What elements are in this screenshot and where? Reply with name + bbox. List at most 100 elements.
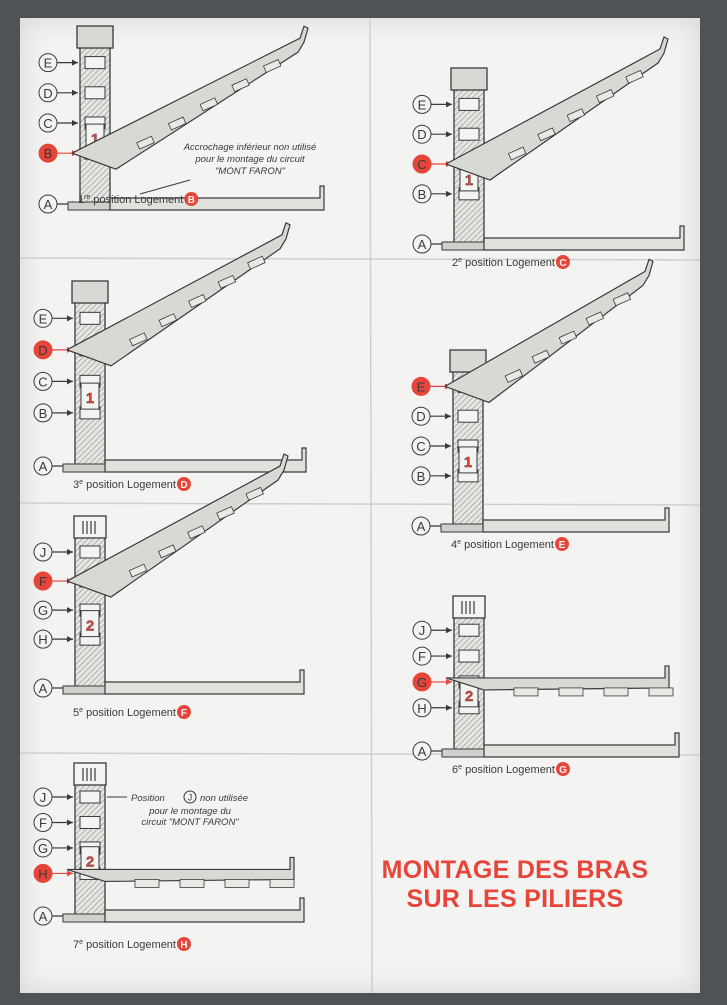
position-label: H	[38, 866, 47, 881]
note-line: "MONT FARON"	[215, 166, 286, 177]
fold-horizontal-2	[20, 502, 700, 506]
fold-horizontal-1	[20, 257, 700, 261]
pillar-number: 1	[465, 172, 473, 189]
pillar-number: 2	[86, 618, 94, 635]
caption-number: 7	[73, 939, 79, 951]
pillar-cap-decor	[73, 515, 107, 539]
arrow-head	[67, 870, 73, 877]
position-label: D	[38, 343, 47, 358]
arm-tab	[504, 368, 524, 383]
position-label: G	[417, 675, 427, 690]
pillar-cap-decor	[73, 762, 107, 786]
caption-letter: G	[559, 765, 567, 776]
position-label: D	[417, 127, 426, 142]
pillar-number: 1	[86, 390, 94, 407]
arm-tab	[188, 294, 207, 308]
pillar-cap	[76, 25, 114, 49]
arm-tab	[167, 116, 187, 131]
position-label: B	[39, 406, 48, 421]
position-label: A	[417, 519, 426, 534]
arm-tab	[224, 879, 250, 888]
caption: 3e position Logement	[73, 479, 176, 491]
caption-superscript: e	[79, 939, 83, 946]
caption-text: position Logement	[83, 479, 176, 491]
pillar-slot	[79, 311, 101, 325]
arm-tab	[179, 879, 205, 888]
base-rail	[109, 185, 325, 211]
arrow-head	[445, 472, 451, 479]
base-rail	[104, 669, 305, 695]
note-letter: J	[188, 793, 193, 803]
note-circle	[183, 790, 197, 804]
note-unused: non utilisée	[200, 793, 248, 804]
arm-tab	[595, 89, 615, 104]
position-label: J	[40, 790, 47, 805]
arrow-head	[72, 59, 78, 66]
caption-badge	[554, 537, 569, 551]
position-label: J	[419, 623, 426, 638]
pillar-number-box	[80, 382, 100, 410]
arm-tab	[136, 135, 155, 150]
position-label: J	[40, 545, 47, 560]
base-rail	[482, 507, 670, 533]
arm-tab	[247, 255, 266, 270]
caption-superscript: e	[79, 707, 83, 714]
position-label: H	[38, 632, 47, 647]
caption-letter: E	[559, 540, 566, 551]
caption-superscript: e	[458, 764, 462, 771]
position-label: F	[39, 815, 47, 830]
position-label: E	[39, 311, 48, 326]
caption-badge	[176, 937, 191, 951]
track-arm	[65, 221, 291, 367]
position-label: D	[43, 86, 52, 101]
position-label: F	[39, 574, 47, 589]
arrow-head	[67, 409, 73, 416]
pillar-slot	[458, 127, 480, 141]
caption-superscript: e	[457, 539, 461, 546]
fold-vertical	[369, 18, 373, 993]
arrow-head	[446, 131, 452, 138]
pillar-slot	[79, 790, 101, 804]
arm-tab	[558, 687, 584, 697]
caption-letter: D	[180, 480, 187, 491]
position-label: A	[39, 459, 48, 474]
pillar-slot	[84, 86, 106, 100]
position-label: E	[418, 97, 427, 112]
track-arm	[444, 36, 669, 181]
caption: 6e position Logement	[452, 764, 555, 776]
caption-number: 3	[73, 479, 79, 491]
arm-tab	[134, 879, 160, 888]
caption-text: position Logement	[461, 539, 554, 551]
sheet-title: MONTAGE DES BRAS SUR LES PILIERS	[350, 856, 680, 914]
caption-text: position Logement	[83, 707, 176, 719]
pillar-slot	[79, 545, 101, 559]
position-label: E	[44, 56, 53, 71]
note-line: circuit "MONT FARON"	[141, 817, 239, 828]
arrow-head	[446, 653, 452, 660]
note-line: pour le montage du circuit	[194, 154, 305, 165]
caption-badge	[176, 705, 191, 719]
position-label: C	[416, 439, 425, 454]
caption-badge	[176, 477, 191, 491]
arm-tab	[603, 687, 629, 697]
caption-badge	[184, 192, 199, 206]
arm-tab	[531, 349, 551, 364]
arrow-head	[67, 819, 73, 826]
arrow-head	[446, 704, 452, 711]
pillar-cap	[450, 67, 488, 91]
note-line: Accrochage inférieur non utilisé	[183, 142, 317, 153]
position-label: B	[417, 469, 426, 484]
caption-text: position Logement	[462, 764, 555, 776]
position-label: B	[44, 146, 53, 161]
arm-tab	[187, 525, 206, 540]
caption-number: 1	[78, 194, 84, 206]
caption-text: position Logement	[462, 257, 555, 269]
pillar-number-box	[458, 446, 478, 474]
caption-superscript: e	[458, 257, 462, 264]
arm-tab	[537, 127, 556, 142]
arm-tab	[612, 292, 632, 307]
